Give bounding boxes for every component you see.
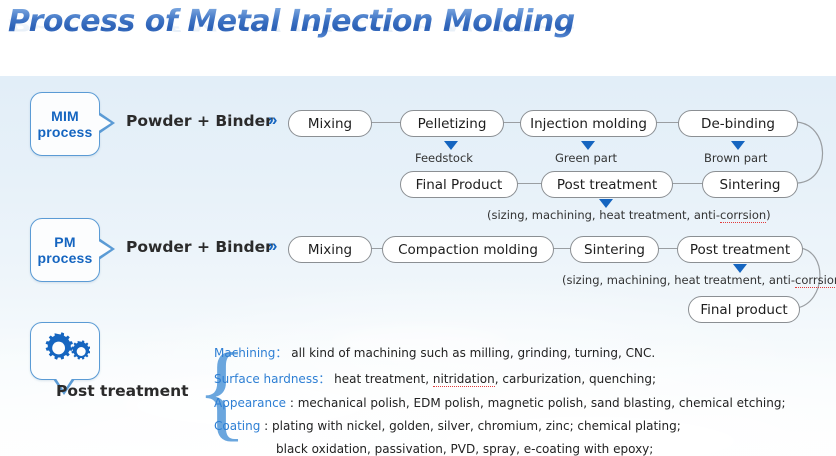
mim-callout-line2: process — [37, 124, 93, 140]
pill-label: Pelletizing — [417, 115, 487, 132]
connector-line — [654, 122, 679, 124]
mim-feed-chevron-icon: » — [268, 110, 278, 129]
sky-background — [0, 76, 836, 456]
pill-label: Final product — [700, 301, 788, 318]
pill-label: Post treatment — [556, 176, 658, 193]
connector-line — [516, 183, 542, 185]
mim-step-mixing[interactable]: Mixing — [288, 110, 372, 137]
connector-line — [369, 122, 401, 124]
pm-callout-line1: PM — [54, 233, 76, 250]
pm-feed-chevron-icon: » — [268, 236, 278, 255]
down-arrow-icon — [581, 141, 595, 150]
detail-key: Appearance — [214, 396, 287, 410]
pm-step-mixing[interactable]: Mixing — [288, 236, 372, 263]
connector-line — [551, 248, 571, 250]
mim-step-de-binding[interactable]: De-binding — [678, 110, 798, 137]
detail-line-appearance: Appearance : mechanical polish, EDM poli… — [214, 396, 824, 410]
note-text-misspelled: corrsion — [720, 208, 767, 223]
connector-line — [369, 248, 383, 250]
down-arrow-icon — [599, 199, 613, 208]
detail-value-pre: heat treatment, — [334, 372, 433, 386]
detail-value: all kind of machining such as milling, g… — [291, 346, 656, 360]
pm-step-compaction-molding[interactable]: Compaction molding — [382, 236, 554, 263]
pm-step-final-product[interactable]: Final product — [688, 296, 800, 323]
pill-label: Final Product — [415, 176, 503, 193]
pm-callout-text: PM process — [37, 234, 92, 266]
mim-callout-text: MIM process — [37, 108, 92, 140]
detail-line-coating: Coating : plating with nickel, golden, s… — [214, 419, 824, 433]
post-treatment-icon-callout — [30, 322, 100, 380]
pm-step-sintering[interactable]: Sintering — [570, 236, 659, 263]
detail-key: Coating — [214, 419, 261, 433]
pm-post-treatment-note: (sizing, machining, heat treatment, anti… — [562, 273, 836, 288]
mim-caption-feedstock: Feedstock — [415, 151, 473, 165]
detail-line-machining: Machining： all kind of machining such as… — [214, 344, 824, 361]
pm-process-callout: PM process — [30, 218, 100, 282]
post-treatment-details: Machining： all kind of machining such as… — [214, 344, 824, 456]
pm-step-post-treatment[interactable]: Post treatment — [677, 236, 803, 263]
post-treatment-label: Post treatment — [56, 382, 189, 400]
detail-value-misspelled: nitridation — [432, 372, 495, 387]
detail-line-surface-hardness: Surface hardness： heat treatment, nitrid… — [214, 370, 824, 387]
detail-separator: : — [260, 419, 273, 433]
pill-label: Post treatment — [689, 241, 791, 258]
down-arrow-icon — [444, 141, 458, 150]
mim-caption-brown-part: Brown part — [704, 151, 768, 165]
mim-step-final-product[interactable]: Final Product — [400, 171, 518, 198]
pill-label: De-binding — [701, 115, 775, 132]
note-text-post: ) — [766, 208, 771, 222]
pm-callout-line2: process — [37, 250, 93, 266]
gears-icon — [40, 332, 91, 369]
mim-step-pelletizing[interactable]: Pelletizing — [400, 110, 504, 137]
note-text-pre: (sizing, machining, heat treatment, anti… — [562, 273, 796, 287]
detail-separator: : — [286, 396, 298, 410]
connector-line — [501, 122, 521, 124]
pill-label: Compaction molding — [398, 241, 538, 258]
down-arrow-icon — [731, 141, 745, 150]
cloud-decoration — [330, 326, 510, 360]
detail-value: plating with nickel, golden, silver, chr… — [272, 419, 681, 433]
detail-key: Surface hardness： — [214, 372, 331, 386]
mim-process-callout: MIM process — [30, 92, 100, 156]
pill-label: Mixing — [307, 241, 353, 258]
mim-step-sintering[interactable]: Sintering — [702, 171, 798, 198]
cloud-decoration — [120, 376, 380, 436]
page-title: Process of Metal Injection Molding — [8, 4, 575, 39]
mim-post-treatment-note: (sizing, machining, heat treatment, anti… — [487, 208, 771, 223]
pill-label: Injection molding — [530, 115, 647, 132]
detail-line-coating-cont: black oxidation, passivation, PVD, spray… — [214, 442, 824, 456]
mim-callout-line1: MIM — [51, 107, 79, 124]
detail-value-post: , carburization, quenching; — [494, 372, 657, 386]
header-bar: Process of Metal Injection Molding Proce… — [0, 0, 836, 76]
note-text-pre: (sizing, machining, heat treatment, anti… — [487, 208, 721, 222]
pill-label: Sintering — [584, 241, 645, 258]
curly-brace-icon: { — [196, 332, 248, 451]
cloud-decoration — [430, 406, 750, 456]
pill-label: Mixing — [307, 115, 353, 132]
connector-line — [671, 183, 703, 185]
mim-step-post-treatment[interactable]: Post treatment — [541, 171, 673, 198]
pill-label: Sintering — [719, 176, 781, 193]
mim-caption-green-part: Green part — [555, 151, 618, 165]
connector-line — [656, 248, 678, 250]
pm-feed-label: Powder + Binder — [126, 238, 273, 256]
detail-key: Machining： — [214, 346, 288, 360]
down-arrow-icon — [733, 264, 747, 273]
detail-value: black oxidation, passivation, PVD, spray… — [276, 442, 654, 456]
detail-value: mechanical polish, EDM polish, magnetic … — [297, 396, 786, 410]
mim-step-injection-molding[interactable]: Injection molding — [520, 110, 657, 137]
mim-feed-label: Powder + Binder — [126, 112, 273, 130]
note-text-misspelled: corrsion — [795, 273, 836, 288]
